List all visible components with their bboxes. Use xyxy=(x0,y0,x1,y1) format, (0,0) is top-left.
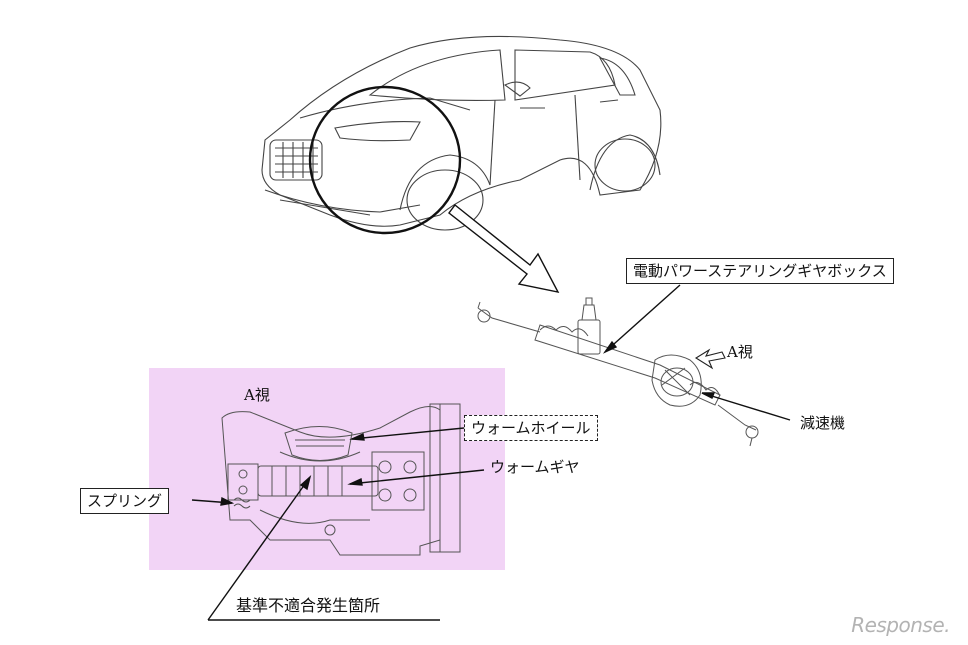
label-reducer: 減速機 xyxy=(800,414,846,432)
zoom-arrow xyxy=(448,204,560,293)
label-nonconformity: 基準不適合発生箇所 xyxy=(236,596,381,615)
worm-gear-cross-section xyxy=(221,403,461,556)
label-a-view-panel: A視 xyxy=(244,386,270,404)
steering-gearbox-illustration xyxy=(477,297,759,447)
leader-lines-upper xyxy=(602,284,791,421)
label-gearbox: 電動パワーステアリングギヤボックス xyxy=(626,258,894,284)
label-worm-gear: ウォームギヤ xyxy=(490,458,580,476)
label-a-view-arrow: A視 xyxy=(727,343,753,361)
label-spring: スプリング xyxy=(80,488,170,514)
label-worm-wheel: ウォームホイール xyxy=(464,415,598,441)
car-illustration xyxy=(261,35,662,231)
a-view-arrow xyxy=(694,348,726,370)
watermark-logo: Response. xyxy=(851,613,950,637)
leader-lines-panel xyxy=(191,427,485,621)
detail-panel xyxy=(149,368,505,570)
zoom-circle xyxy=(308,85,462,235)
